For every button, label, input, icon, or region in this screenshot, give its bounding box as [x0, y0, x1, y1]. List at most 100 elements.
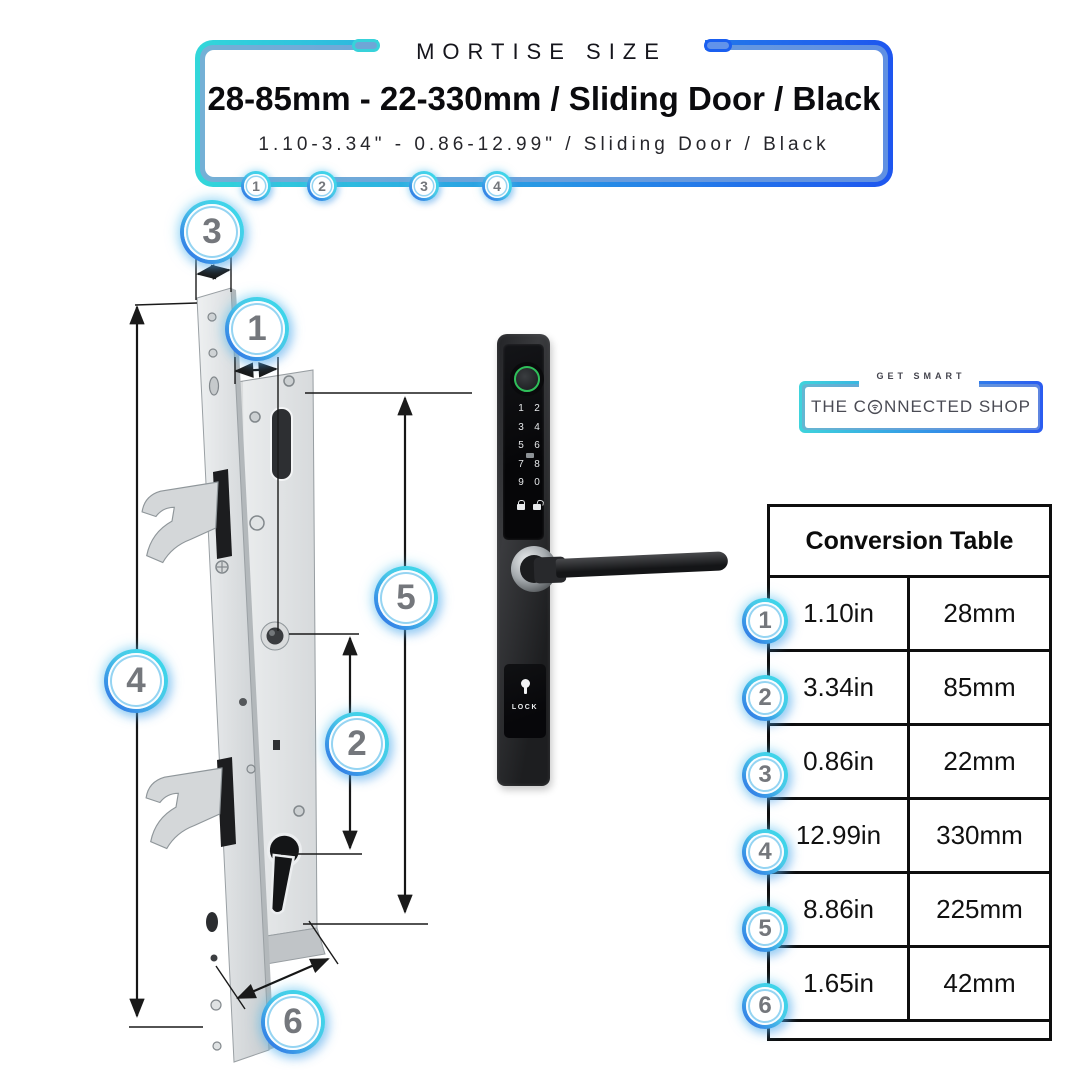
keypad-digit: 9 [518, 477, 524, 488]
cylinder-hole [266, 832, 302, 915]
dim-3-arrow [196, 264, 231, 280]
banner-title: 28-85mm - 22-330mm / Sliding Door / Blac… [207, 80, 881, 117]
callout-badge-4: 4 [104, 649, 168, 713]
indicator-chip-icon [526, 453, 534, 458]
inches-cell: 1.10in [770, 578, 910, 649]
row-badge-3-label: 3 [758, 761, 772, 788]
row-badge-1: 1 [742, 598, 788, 644]
brand-gap-cover [859, 377, 979, 391]
keypad-panel: 1 2 3 4 5 6 7 8 9 0 [503, 344, 544, 540]
inches-cell: 12.99in [770, 800, 910, 871]
unlock-icon [533, 504, 541, 510]
table-row: 12.99in 330mm [770, 800, 1049, 874]
brand-tagline: GET SMART [876, 371, 966, 381]
row-badge-4: 4 [742, 829, 788, 875]
callout-4-label: 4 [126, 661, 146, 700]
row-badge-6: 6 [742, 983, 788, 1029]
brand-name-prefix: THE C [810, 397, 867, 416]
mortise-lock-drawing [129, 250, 472, 1063]
callout-3-label: 3 [202, 212, 222, 251]
callout-6-label: 6 [283, 1002, 303, 1041]
table-row: 8.86in 225mm [770, 874, 1049, 948]
keypad-digit: 4 [534, 421, 540, 433]
lock-cutouts [206, 312, 305, 1051]
mortise-lock-diagram: 3 1 5 4 2 6 [85, 204, 475, 1080]
callout-badge-5: 5 [374, 566, 438, 630]
row-badge-1-label: 1 [758, 607, 772, 634]
banner-inner-frame: 28-85mm - 22-330mm / Sliding Door / Blac… [200, 45, 888, 182]
keypad: 1 2 3 4 5 6 7 8 9 0 [513, 403, 545, 489]
dimension-extension-lines [129, 250, 472, 1028]
lock-icon [517, 500, 525, 510]
callout-badge-2: 2 [325, 712, 389, 776]
mm-cell: 330mm [936, 820, 1023, 850]
keypad-digit: 0 [534, 477, 540, 488]
dim-6-arrow [236, 957, 330, 1000]
step-badge-3: 3 [409, 171, 439, 201]
banner-content: 28-85mm - 22-330mm / Sliding Door / Blac… [205, 50, 883, 177]
step-badge-3-label: 3 [420, 178, 428, 194]
step-badge-4: 4 [482, 171, 512, 201]
table-row: 1.65in 42mm [770, 948, 1049, 1022]
banner-subtitle: 1.10-3.34" - 0.86-12.99" / Sliding Door … [258, 134, 830, 155]
mm-cell: 85mm [943, 672, 1016, 702]
smart-lock-product: 1 2 3 4 5 6 7 8 9 0 L [470, 320, 770, 810]
table-row: 1.10in 28mm [770, 578, 1049, 652]
mm-cell: 28mm [943, 598, 1016, 628]
inches-cell: 1.65in [770, 948, 910, 1019]
row-badge-4-label: 4 [758, 838, 772, 865]
keyhole-icon [520, 679, 530, 694]
conversion-table: Conversion Table 1.10in 28mm 3.34in 85mm… [746, 504, 1052, 1041]
inches-cell: 0.86in [770, 726, 910, 797]
hook-bolts [141, 469, 236, 850]
keypad-digit: 5 [518, 440, 524, 451]
dim-1-arrow [234, 362, 278, 378]
step-badge-2-label: 2 [318, 178, 326, 194]
callout-2-label: 2 [347, 724, 367, 763]
keypad-digit: 7 [518, 458, 524, 470]
callout-5-label: 5 [396, 578, 416, 617]
row-badge-2: 2 [742, 675, 788, 721]
brand-frame: THE C NNECTED SHOP [799, 377, 1043, 433]
mm-cell: 225mm [936, 894, 1023, 924]
door-handle [555, 551, 729, 578]
row-badge-5: 5 [742, 906, 788, 952]
callout-badge-3: 3 [180, 200, 244, 264]
mm-cell: 22mm [943, 746, 1016, 776]
row-badge-6-label: 6 [758, 992, 772, 1019]
callout-1-label: 1 [247, 309, 267, 348]
row-badge-5-label: 5 [758, 915, 772, 942]
keypad-digit: 2 [534, 403, 540, 414]
mm-cell: 42mm [943, 968, 1016, 998]
brand-name: THE C NNECTED SHOP [811, 397, 1031, 417]
step-badge-1: 1 [241, 171, 271, 201]
keypad-digit: 3 [518, 421, 524, 433]
inches-cell: 8.86in [770, 874, 910, 945]
key-cover-panel: LOCK [504, 664, 546, 738]
keypad-digit: 6 [534, 440, 540, 451]
keypad-digit: 1 [518, 403, 524, 414]
wifi-o-icon [868, 399, 883, 415]
keypad-digit: 8 [534, 458, 540, 470]
banner-kicker-area: MORTISE SIZE [378, 28, 705, 66]
lock-icon-row [513, 500, 545, 510]
conversion-table-title: Conversion Table [770, 507, 1049, 578]
inches-cell: 3.34in [770, 652, 910, 723]
banner-kicker: MORTISE SIZE [416, 39, 667, 64]
mortise-size-banner: 28-85mm - 22-330mm / Sliding Door / Blac… [195, 28, 893, 198]
table-row: 3.34in 85mm [770, 652, 1049, 726]
step-badge-2: 2 [307, 171, 337, 201]
row-badge-2-label: 2 [758, 684, 772, 711]
table-row: 0.86in 22mm [770, 726, 1049, 800]
step-badge-4-label: 4 [493, 178, 501, 194]
border-cap-right-icon [704, 39, 732, 52]
fingerprint-scanner-icon [510, 362, 544, 396]
step-badge-1-label: 1 [252, 178, 260, 194]
row-badge-3: 3 [742, 752, 788, 798]
callout-badge-1: 1 [225, 297, 289, 361]
brand-logo: GET SMART THE C NNECTED SHOP [795, 362, 1047, 440]
brand-name-suffix: NNECTED SHOP [883, 397, 1032, 416]
callout-badge-6: 6 [261, 990, 325, 1054]
lock-label: LOCK [511, 704, 539, 711]
